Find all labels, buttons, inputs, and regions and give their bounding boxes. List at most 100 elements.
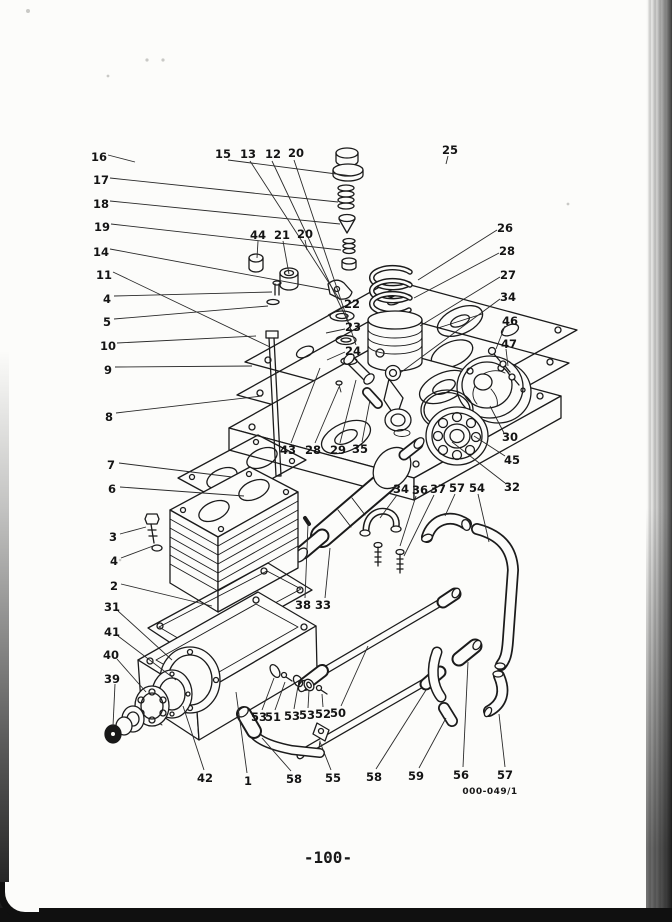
callout-label: 3 xyxy=(109,530,117,544)
callout-label: 31 xyxy=(104,600,120,614)
callout-leader xyxy=(293,159,357,346)
callout-label: 20 xyxy=(297,227,313,241)
scan-specks xyxy=(26,9,570,562)
callout-leader xyxy=(319,741,332,771)
elbow-hose-upper xyxy=(421,512,472,543)
callout-label: 57 xyxy=(497,768,513,782)
piston xyxy=(367,310,423,372)
callout-label: 28 xyxy=(499,244,515,258)
callout-label: 16 xyxy=(91,150,107,164)
callout-label: 42 xyxy=(197,771,213,785)
callout-leader xyxy=(110,223,342,251)
callout-label: 52 xyxy=(315,707,331,721)
callout-label: 34 xyxy=(393,482,409,496)
callout-leader xyxy=(462,661,469,768)
callout-label: 15 xyxy=(215,147,231,161)
callout-label: 59 xyxy=(408,769,424,783)
callout-label: 4 xyxy=(110,554,118,568)
crank-key-pin xyxy=(303,516,311,526)
callout-label: 45 xyxy=(504,453,520,467)
callout-label: 11 xyxy=(96,268,112,282)
callout-leader xyxy=(109,177,339,203)
callout-leader xyxy=(403,494,435,557)
callout-leader xyxy=(116,335,257,344)
callout-leader xyxy=(114,365,253,368)
callout-label: 51 xyxy=(265,710,281,724)
callout-label: 55 xyxy=(325,771,341,785)
callout-label: 54 xyxy=(469,481,485,495)
callout-label: 25 xyxy=(442,143,458,157)
stud-and-washer xyxy=(266,280,282,306)
diagram-artwork xyxy=(104,147,578,760)
callout-leader xyxy=(117,635,177,681)
callout-leader xyxy=(327,305,345,316)
callout-leader xyxy=(473,435,506,457)
pulley-screws xyxy=(487,346,526,393)
callout-leader xyxy=(119,526,147,535)
callout-leader xyxy=(119,486,245,497)
bushings xyxy=(248,253,299,291)
callout-label: 47 xyxy=(501,337,517,351)
valve-stack xyxy=(327,147,364,366)
page-number: -100- xyxy=(304,848,352,867)
scan-edge-right-shadow xyxy=(646,0,672,922)
callout-leader xyxy=(261,737,292,772)
callout-label: 38 xyxy=(295,598,311,612)
callout-label: 27 xyxy=(500,268,516,282)
callout-label: 26 xyxy=(497,221,513,235)
callout-label: 33 xyxy=(315,598,331,612)
callout-label: 29 xyxy=(330,443,346,457)
callout-label: 1 xyxy=(244,774,252,788)
callout-leader xyxy=(235,691,248,774)
callout-leader xyxy=(361,399,371,443)
callout-leader xyxy=(321,693,324,708)
callout-leader xyxy=(417,229,498,281)
callout-leader xyxy=(109,248,331,291)
block-bolt xyxy=(144,513,163,552)
callout-leader xyxy=(113,291,273,297)
callout-leader xyxy=(444,493,456,517)
callout-label: 57 xyxy=(449,481,465,495)
callout-leader xyxy=(413,252,500,299)
callout-leader xyxy=(112,271,271,348)
callout-label: 35 xyxy=(352,442,368,456)
callout-label: 43 xyxy=(280,443,296,457)
callout-leader xyxy=(293,685,299,710)
callout-leader xyxy=(326,351,346,361)
callout-label: 58 xyxy=(286,772,302,786)
callout-label: 13 xyxy=(240,147,256,161)
callout-label: 19 xyxy=(94,220,110,234)
callout-label: 2 xyxy=(110,579,118,593)
callout-label: 36 xyxy=(412,483,428,497)
right-hose-cluster xyxy=(427,638,509,727)
crankshaft xyxy=(293,437,425,563)
callout-label: 40 xyxy=(103,648,119,662)
callout-leader xyxy=(256,240,259,259)
callout-leader xyxy=(274,681,286,711)
callout-leader xyxy=(271,160,349,323)
callout-label: 8 xyxy=(105,410,113,424)
callout-label: 30 xyxy=(502,430,518,444)
callout-leader xyxy=(182,705,205,771)
callout-label: 9 xyxy=(104,363,112,377)
callout-leader xyxy=(307,689,310,709)
front-bearing-stack xyxy=(104,669,193,744)
figure-ref: 000-049/1 xyxy=(462,787,517,797)
callout-leader xyxy=(340,645,369,707)
scan-edge-bottom xyxy=(0,908,672,922)
callout-label: 17 xyxy=(93,173,109,187)
callout-leader xyxy=(107,154,136,163)
pipe-left-short xyxy=(236,706,325,758)
callout-leader xyxy=(116,658,147,693)
callout-leader xyxy=(304,239,308,251)
callout-leader xyxy=(249,160,341,301)
small-fittings xyxy=(269,663,328,695)
pipe-clamp xyxy=(359,507,402,537)
callout-label: 32 xyxy=(504,480,520,494)
scan-edge-left xyxy=(0,0,9,922)
callout-label: 12 xyxy=(265,147,281,161)
ball-bearing-large xyxy=(425,406,489,466)
callout-label: 6 xyxy=(108,482,116,496)
callout-label: 23 xyxy=(345,320,361,334)
